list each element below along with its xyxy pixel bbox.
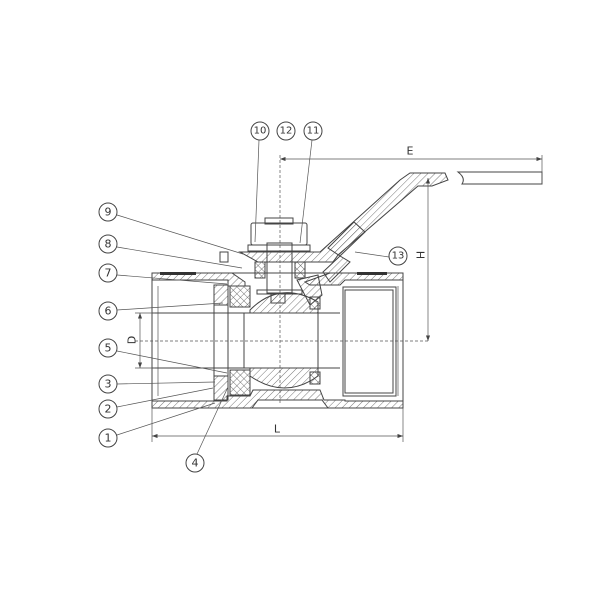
leader-lines [116, 139, 390, 455]
callout-6: 6 [98, 301, 118, 321]
callout-2: 2 [98, 399, 118, 419]
stem [254, 242, 306, 304]
dimension-L: L [151, 408, 404, 442]
dimension-label-E: E [407, 145, 414, 158]
dimension-D: D [126, 312, 155, 369]
svg-text:7: 7 [105, 267, 112, 280]
svg-text:8: 8 [105, 238, 112, 251]
svg-text:5: 5 [105, 342, 112, 355]
handle [219, 171, 543, 283]
svg-text:10: 10 [254, 126, 267, 137]
end-connector [213, 284, 229, 401]
svg-text:1: 1 [105, 432, 112, 445]
dimension-label-D: D [126, 336, 139, 344]
callout-3: 3 [98, 374, 118, 394]
callout-12: 12 [276, 121, 296, 141]
callout-11: 11 [303, 121, 323, 141]
callout-7: 7 [98, 263, 118, 283]
dimension-H: H [415, 178, 431, 341]
callout-9: 9 [98, 202, 118, 222]
callout-4: 4 [185, 453, 205, 473]
callout-10: 10 [250, 121, 270, 141]
svg-text:3: 3 [105, 378, 112, 391]
dimension-label-H: H [415, 251, 428, 259]
svg-text:13: 13 [392, 251, 405, 262]
dimension-label-L: L [274, 423, 281, 436]
dimension-E: E [280, 145, 543, 184]
svg-text:11: 11 [307, 126, 320, 137]
callout-13: 13 [388, 246, 408, 266]
stem-nut [247, 217, 311, 252]
svg-text:6: 6 [105, 305, 112, 318]
callout-1: 1 [98, 428, 118, 448]
svg-text:12: 12 [280, 126, 293, 137]
svg-text:2: 2 [105, 403, 112, 416]
callout-8: 8 [98, 234, 118, 254]
valve-body [151, 272, 404, 409]
svg-text:4: 4 [192, 457, 199, 470]
ball [243, 292, 319, 389]
svg-text:9: 9 [105, 206, 112, 219]
callout-5: 5 [98, 338, 118, 358]
